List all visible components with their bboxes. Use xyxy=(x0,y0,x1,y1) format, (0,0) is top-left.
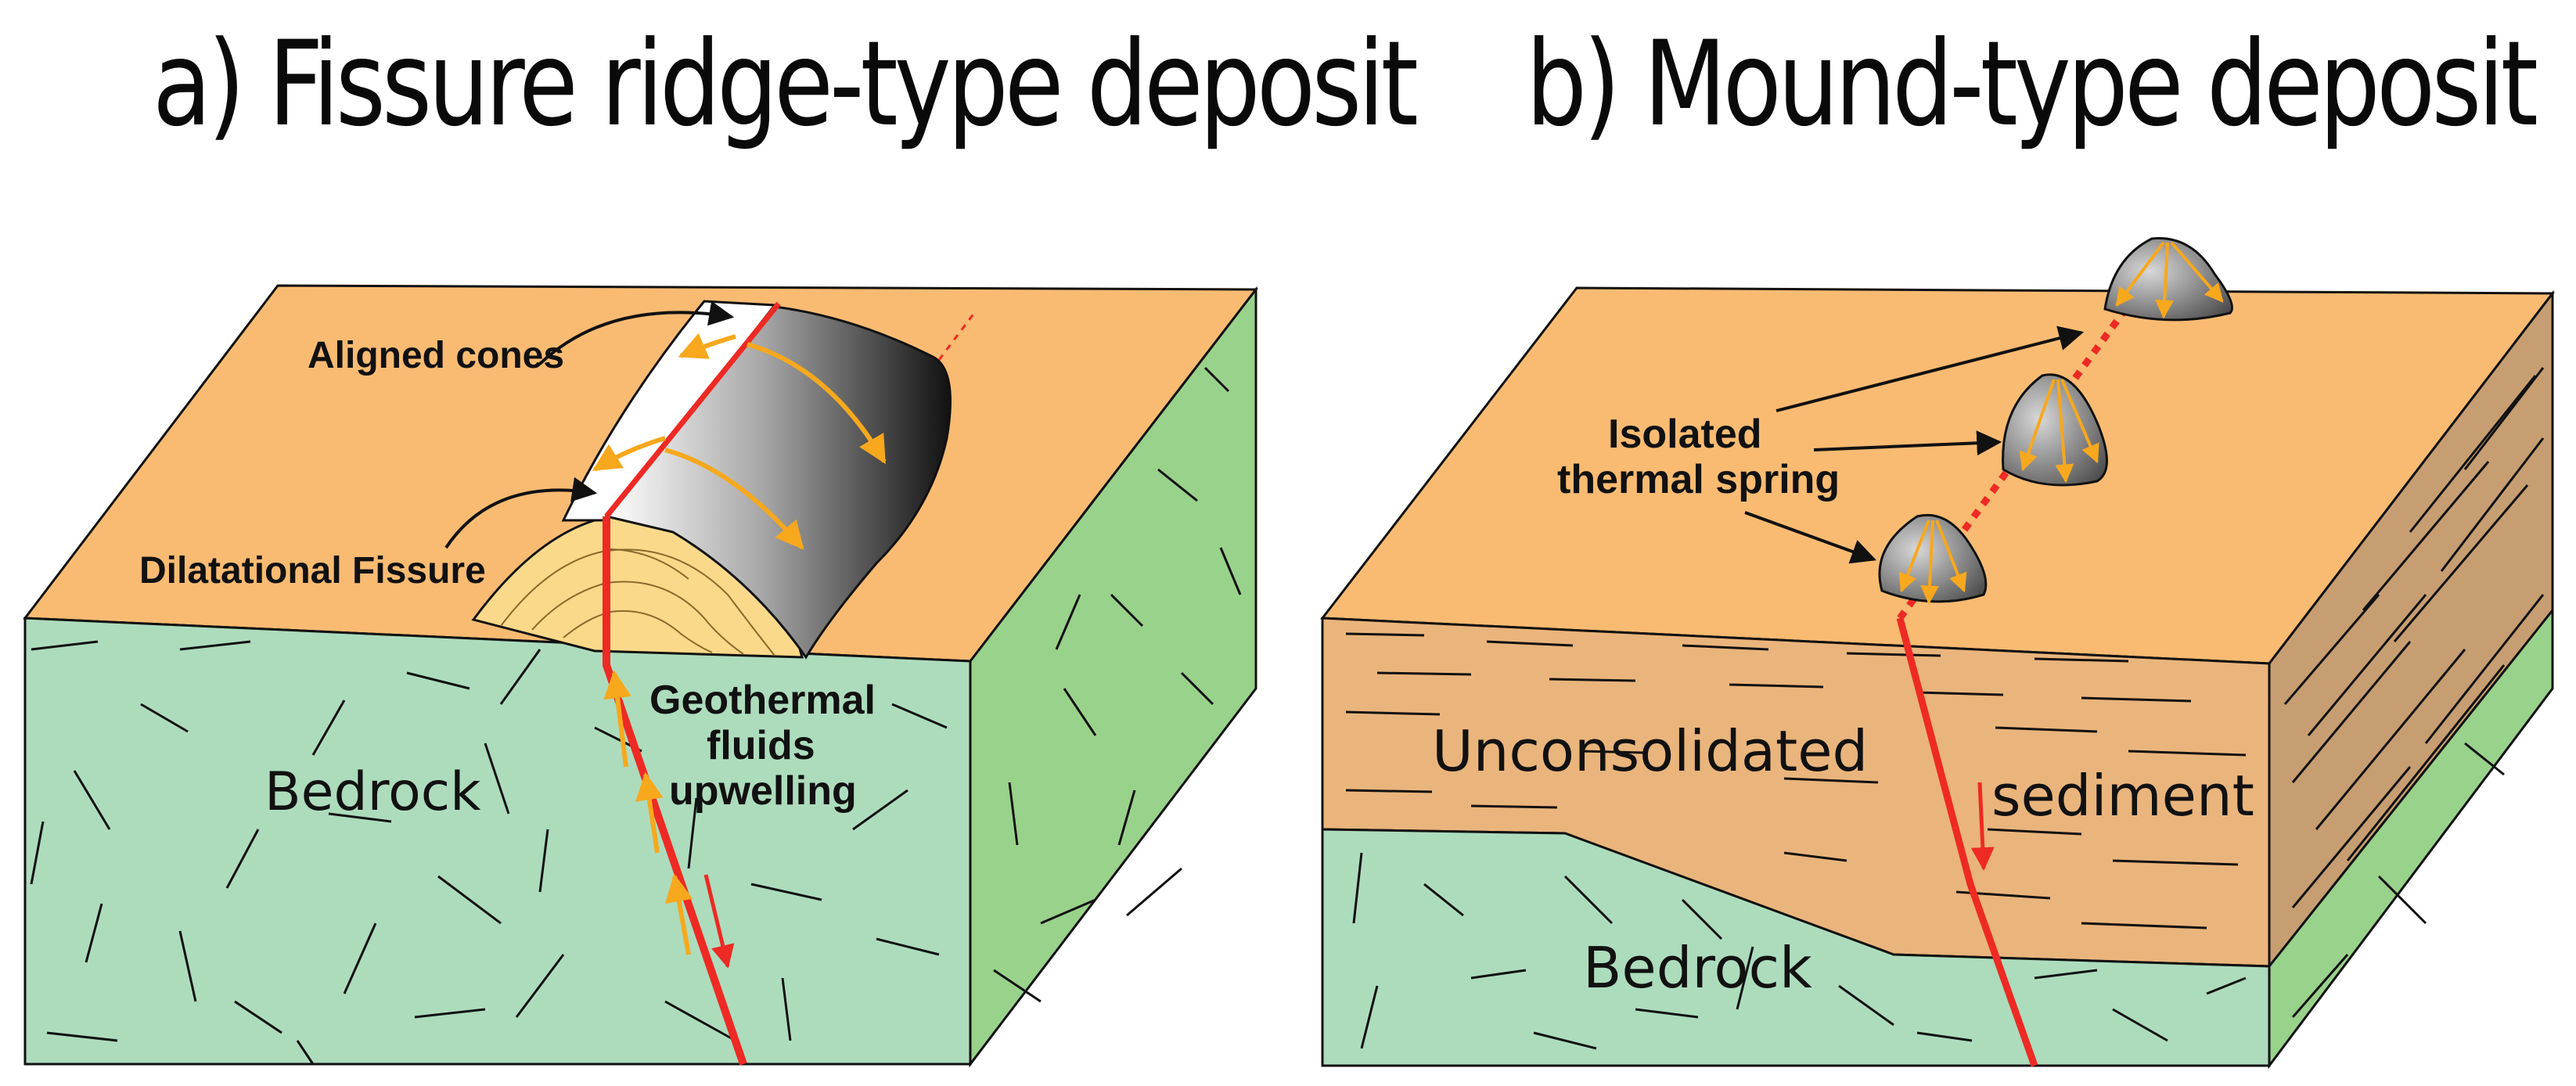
label-fluids: fluids xyxy=(707,723,815,768)
title-fissure-ridge: a) Fissure ridge-type deposit xyxy=(153,16,1419,153)
side-laminations xyxy=(2283,367,2545,908)
label-upwelling: upwelling xyxy=(669,768,857,814)
label-aligned-cones: Aligned cones xyxy=(308,335,564,376)
thermal-cone-3 xyxy=(2103,237,2233,322)
label-unconsolidated: Unconsolidated xyxy=(1432,718,1868,784)
thermal-cone-2 xyxy=(2002,373,2108,487)
label-dilatational-fissure: Dilatational Fissure xyxy=(139,550,486,592)
slip-arrow-a xyxy=(703,874,735,969)
label-bedrock-b: Bedrock xyxy=(1583,935,1812,1001)
fault-a xyxy=(603,516,747,1066)
thermal-cone-1 xyxy=(1878,513,1988,605)
ridge-flow-arrows xyxy=(592,333,887,955)
fissure-crest xyxy=(604,301,781,519)
bedrock-side-a xyxy=(969,286,1257,1068)
title-mound: b) Mound-type deposit xyxy=(1526,16,2538,153)
label-sediment: sediment xyxy=(1991,763,2254,829)
aligned-cones-arrow xyxy=(538,300,735,365)
bedrock-fractures-a xyxy=(30,640,948,1065)
fault-extension xyxy=(937,312,976,361)
sediment-laminations xyxy=(1345,632,2247,930)
label-geothermal: Geothermal xyxy=(649,678,876,723)
panel-a-block: Aligned cones Dilatational Fissure Geoth… xyxy=(23,284,1259,1068)
bedrock-fractures-b xyxy=(1352,852,2247,1050)
isolated-spring-arrows xyxy=(1744,325,2085,564)
fissure-arrow xyxy=(444,476,598,549)
slip-arrow-b xyxy=(1970,782,1995,871)
bedrock-side-b xyxy=(2268,606,2554,1070)
side-fractures-b xyxy=(2291,742,2505,1018)
label-thermal-spring: thermal spring xyxy=(1557,457,1840,502)
label-bedrock-a: Bedrock xyxy=(264,761,481,823)
side-fractures-a xyxy=(993,366,1242,1003)
label-isolated: Isolated xyxy=(1608,412,1762,457)
ridge-grey-body xyxy=(604,305,952,660)
panel-b-block: Isolated thermal spring Unconsolidated s… xyxy=(1320,237,2556,1070)
fault-b xyxy=(1896,617,2038,1067)
